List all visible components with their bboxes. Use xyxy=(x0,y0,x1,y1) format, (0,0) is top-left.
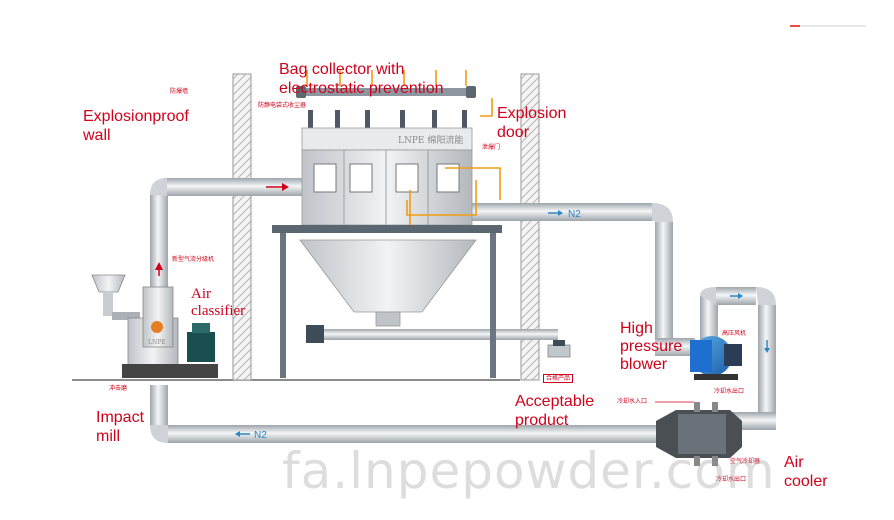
label-impact-mill: Impact mill xyxy=(96,409,145,445)
cn-label-explosion-door: 泄爆门 xyxy=(482,144,501,151)
cn-label-wall: 防爆墙 xyxy=(170,88,189,95)
bag-collector: LNPE 绵阳流能 xyxy=(272,86,571,378)
cn-label-air-cooler: 空气冷却器 xyxy=(730,458,761,465)
label-bag-collector: Bag collector with electrostatic prevent… xyxy=(279,61,444,97)
label-air-classifier: Air classifier xyxy=(191,286,246,319)
flow-label-n2-bottom: N2 xyxy=(254,430,267,441)
label-explosionproof-wall: Explosionproof wall xyxy=(83,108,189,144)
classifier-logo-icon xyxy=(151,321,163,333)
cn-label-mill: 冲击磨 xyxy=(109,385,128,392)
flow-label-n2-top: N2 xyxy=(568,209,581,220)
cn-label-cool-water-in: 冷却水入口 xyxy=(617,398,648,405)
label-acceptable-product: Acceptable product xyxy=(515,393,595,429)
high-pressure-blower xyxy=(690,336,742,380)
pipe-network xyxy=(150,178,776,443)
explosionproof-wall-left xyxy=(232,73,252,381)
watermark-text: fa.lnpepowder.com xyxy=(282,442,776,500)
classifier-brand: LNPE xyxy=(148,339,166,346)
cn-label-classifier: 新型气流分级机 xyxy=(172,256,215,263)
cn-label-cool-water-out: 冷却水出口 xyxy=(714,388,745,395)
impact-mill: LNPE xyxy=(91,274,218,378)
label-explosion-door: Explosion door xyxy=(497,105,567,141)
cn-label-product: 合格产品 xyxy=(543,374,574,383)
cn-label-water-out: 冷却水出口 xyxy=(716,476,747,483)
label-high-pressure-blower: High pressure blower xyxy=(620,320,683,373)
collector-brand: LNPE 绵阳流能 xyxy=(398,134,463,146)
label-air-cooler: Air cooler xyxy=(784,454,828,490)
callout-lines xyxy=(306,70,501,225)
air-cooler xyxy=(655,401,742,466)
flow-arrows xyxy=(155,183,770,437)
cn-label-electrostatic: 防静电袋式收尘器 xyxy=(258,102,307,109)
explosionproof-wall-right xyxy=(520,73,540,381)
cn-label-blower: 高压风机 xyxy=(722,330,747,337)
